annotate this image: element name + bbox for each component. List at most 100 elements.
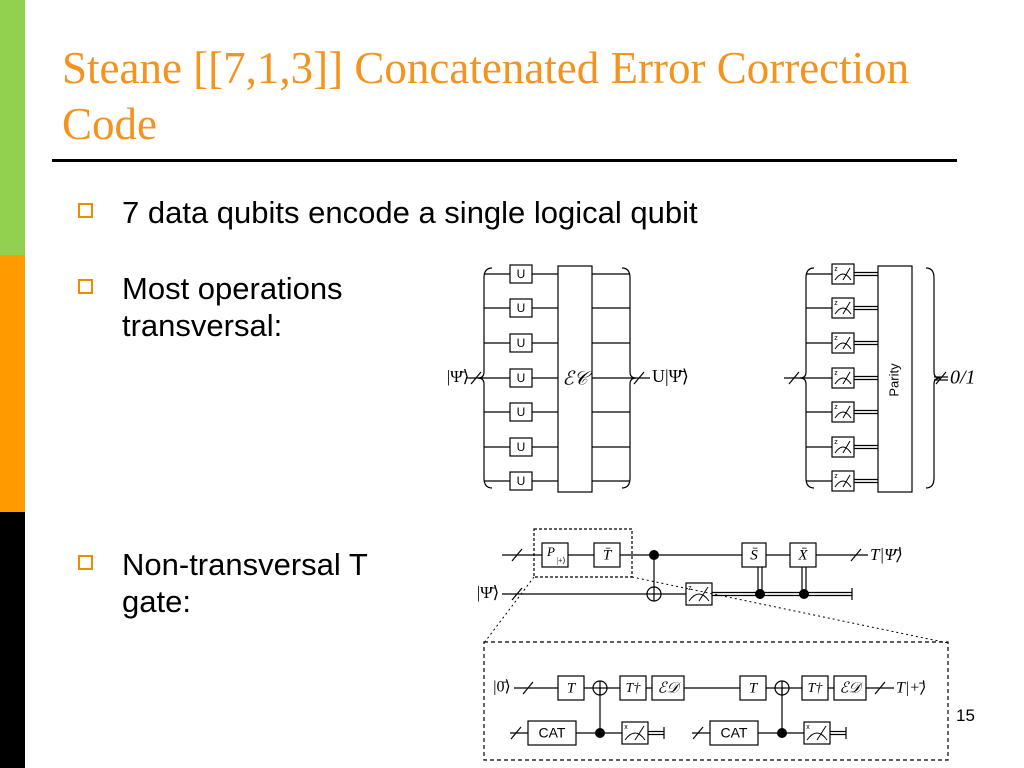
z-measurement-meter-icon: z xyxy=(831,436,855,458)
t-gate-input-label: |Ψ̄⟩ xyxy=(477,583,500,602)
z-measurement-meter-icon: z xyxy=(685,582,713,606)
parity-output-label: 0/1 xyxy=(950,367,976,389)
meter-needle xyxy=(842,474,851,488)
meter-basis-label: z xyxy=(834,473,838,480)
t-gate xyxy=(557,675,585,701)
parity-block xyxy=(877,265,913,493)
u-gate-label: U xyxy=(517,405,526,419)
zoom-selection-box xyxy=(533,528,633,578)
p-plus-gate-subscript: |+⟩ xyxy=(556,556,565,565)
bullet-text: Most operations transversal: xyxy=(122,271,343,343)
error-detection-label: ℰ𝒟 xyxy=(839,680,863,696)
t-dagger-gate xyxy=(801,675,829,701)
z-measurement-meter-icon: z xyxy=(831,263,855,285)
bullet-item: 7 data qubits encode a single logical qu… xyxy=(78,194,918,234)
u-gate xyxy=(509,368,533,388)
output-bundle-slash-icon xyxy=(874,681,886,695)
meter-basis-label: z xyxy=(834,335,838,342)
error-detection-gate xyxy=(833,675,867,701)
zoom-guide-line xyxy=(483,576,535,643)
meter-arc xyxy=(834,411,852,419)
t-gate-circuit-diagram: P|+⟩T̄S̄X̄T|Ψ̄⟩|Ψ̄⟩z xyxy=(477,528,949,643)
meter-basis-label: z xyxy=(834,300,838,307)
u-gate xyxy=(509,333,533,353)
meter-basis-label: x xyxy=(806,724,810,731)
meter-arc xyxy=(834,273,852,281)
ancilla-bundle-slash-icon xyxy=(511,548,523,562)
output-bundle-slash-icon xyxy=(935,371,947,385)
x-bar-gate xyxy=(789,542,817,568)
input-bundle-slash-icon xyxy=(470,371,482,385)
ancilla-input-label: |0̄⟩ xyxy=(493,679,510,696)
x-measurement-meter-icon: x xyxy=(621,721,649,745)
u-gate-label: U xyxy=(517,267,526,281)
error-correction-block xyxy=(557,265,593,493)
cat-state-label: CAT xyxy=(539,725,566,741)
t-gate-output-label: T|Ψ̄⟩ xyxy=(870,545,903,564)
meter-arc xyxy=(834,480,852,488)
classical-control-dot xyxy=(799,589,809,599)
meter-basis-label: z xyxy=(834,439,838,446)
bullet-item: Non-transversal T gate: xyxy=(78,546,398,666)
cat-bundle-slash-icon xyxy=(510,726,522,740)
meter-basis-label: z xyxy=(834,370,838,377)
error-correction-label: ℰ𝒞 xyxy=(562,368,593,389)
meter-needle xyxy=(842,405,851,419)
z-measurement-meter-icon: z xyxy=(831,401,855,423)
meter-arc xyxy=(834,307,852,315)
detail-box xyxy=(483,641,949,761)
meter-needle xyxy=(842,267,851,281)
x-bar-gate-label: X̄ xyxy=(797,547,808,563)
cat-state-box xyxy=(527,720,577,746)
bullet-item: Most operations transversal: xyxy=(78,270,438,350)
cat-state-box xyxy=(709,720,759,746)
bullet-text: Non-transversal T gate: xyxy=(122,547,368,619)
meter-basis-label: z xyxy=(688,585,692,592)
u-gate xyxy=(509,402,533,422)
z-measurement-meter-icon: z xyxy=(831,367,855,389)
meter-arc xyxy=(688,593,710,602)
meter-basis-label: x xyxy=(624,724,628,731)
output-brace xyxy=(925,267,941,489)
meter-arc xyxy=(834,446,852,454)
meter-arc xyxy=(806,732,828,741)
z-measurement-meter-icon: z xyxy=(831,332,855,354)
p-plus-gate xyxy=(541,542,569,568)
z-measurement-meter-icon: z xyxy=(831,470,855,492)
output-bundle-slash-icon xyxy=(633,371,645,385)
cat-state-label: CAT xyxy=(721,725,748,741)
t-bar-gate xyxy=(593,542,621,568)
t-dagger-gate-label: T† xyxy=(626,681,642,696)
meter-arc xyxy=(624,732,646,741)
zoom-guide-line xyxy=(631,576,949,643)
data-bundle-slash-icon xyxy=(511,587,523,601)
input-state-label: |Ψ̄⟩ xyxy=(447,367,470,386)
side-bar-green xyxy=(0,0,25,255)
meter-needle xyxy=(842,336,851,350)
u-gate-label: U xyxy=(517,301,526,315)
t-bar-gate-label: T̄ xyxy=(603,547,613,563)
u-gate-label: U xyxy=(517,474,526,488)
meter-arc xyxy=(834,342,852,350)
t-gate-label: T xyxy=(749,680,759,696)
t-gate-label: T xyxy=(567,680,577,696)
t-dagger-gate-label: T† xyxy=(808,681,824,696)
t-dagger-gate xyxy=(619,675,647,701)
meter-needle xyxy=(842,440,851,454)
slide-title: Steane [[7,1,3]] Concatenated Error Corr… xyxy=(62,43,910,149)
error-detection-label: ℰ𝒟 xyxy=(657,680,681,696)
meter-needle xyxy=(842,301,851,315)
u-gate-label: U xyxy=(517,440,526,454)
u-gate xyxy=(509,437,533,457)
title-divider xyxy=(52,159,957,162)
cnot-target-icon xyxy=(646,586,662,602)
bullet-text: 7 data qubits encode a single logical qu… xyxy=(122,195,698,230)
s-bar-gate-label: S̄ xyxy=(750,547,758,563)
bullet-box-icon xyxy=(78,555,93,570)
classical-control-dot xyxy=(755,589,765,599)
meter-arc xyxy=(834,377,852,385)
error-detection-gate xyxy=(651,675,685,701)
